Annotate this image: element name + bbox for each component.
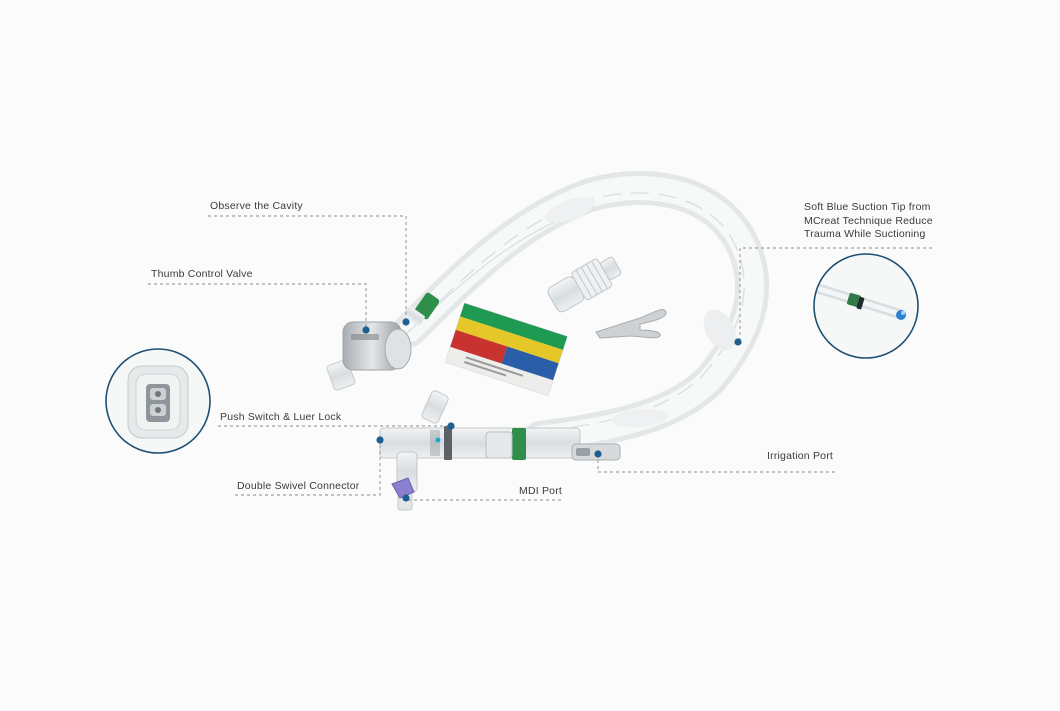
catheter-sleeve [393,170,770,455]
push-switch-detail-callout [105,348,211,454]
label-double-swivel-connector: Double Swivel Connector [237,480,360,492]
leader-observe [208,215,407,322]
suction-tip-detail-callout [813,253,919,359]
label-observe-cavity: Observe the Cavity [210,200,303,212]
label-suction-tip: Soft Blue Suction Tip from MCreat Techni… [804,201,933,242]
leader-swivel [235,440,381,496]
leader-lines [148,215,932,501]
leader-tip [739,247,932,342]
bellows-adapter [547,256,622,313]
label-irrigation-port: Irrigation Port [767,450,834,462]
leader-thumb [148,283,367,328]
leader-irrigation [597,454,838,473]
marker-tip [734,338,742,346]
marker-push [447,422,455,430]
label-suction-tip-line2: MCreat Technique Reduce [804,214,933,227]
label-suction-tip-line1: Soft Blue Suction Tip from [804,201,931,213]
green-collar-top [403,292,440,326]
marker-swivel [376,436,384,444]
marker-irrigation [594,450,602,458]
marker-mdi [402,494,410,502]
label-thumb-control-valve: Thumb Control Valve [151,268,253,280]
marker-thumb [362,326,370,334]
catheter-tube [379,390,621,511]
thumb-control-valve [326,321,412,391]
fork-clip [595,309,667,339]
label-mdi-port: MDI Port [519,485,563,497]
instruction-card [444,302,568,397]
label-suction-tip-line3: Trauma While Suctioning [804,228,926,240]
marker-dots [362,318,742,502]
label-push-switch-luer-lock: Push Switch & Luer Lock [220,411,342,423]
marker-observe [402,318,410,326]
